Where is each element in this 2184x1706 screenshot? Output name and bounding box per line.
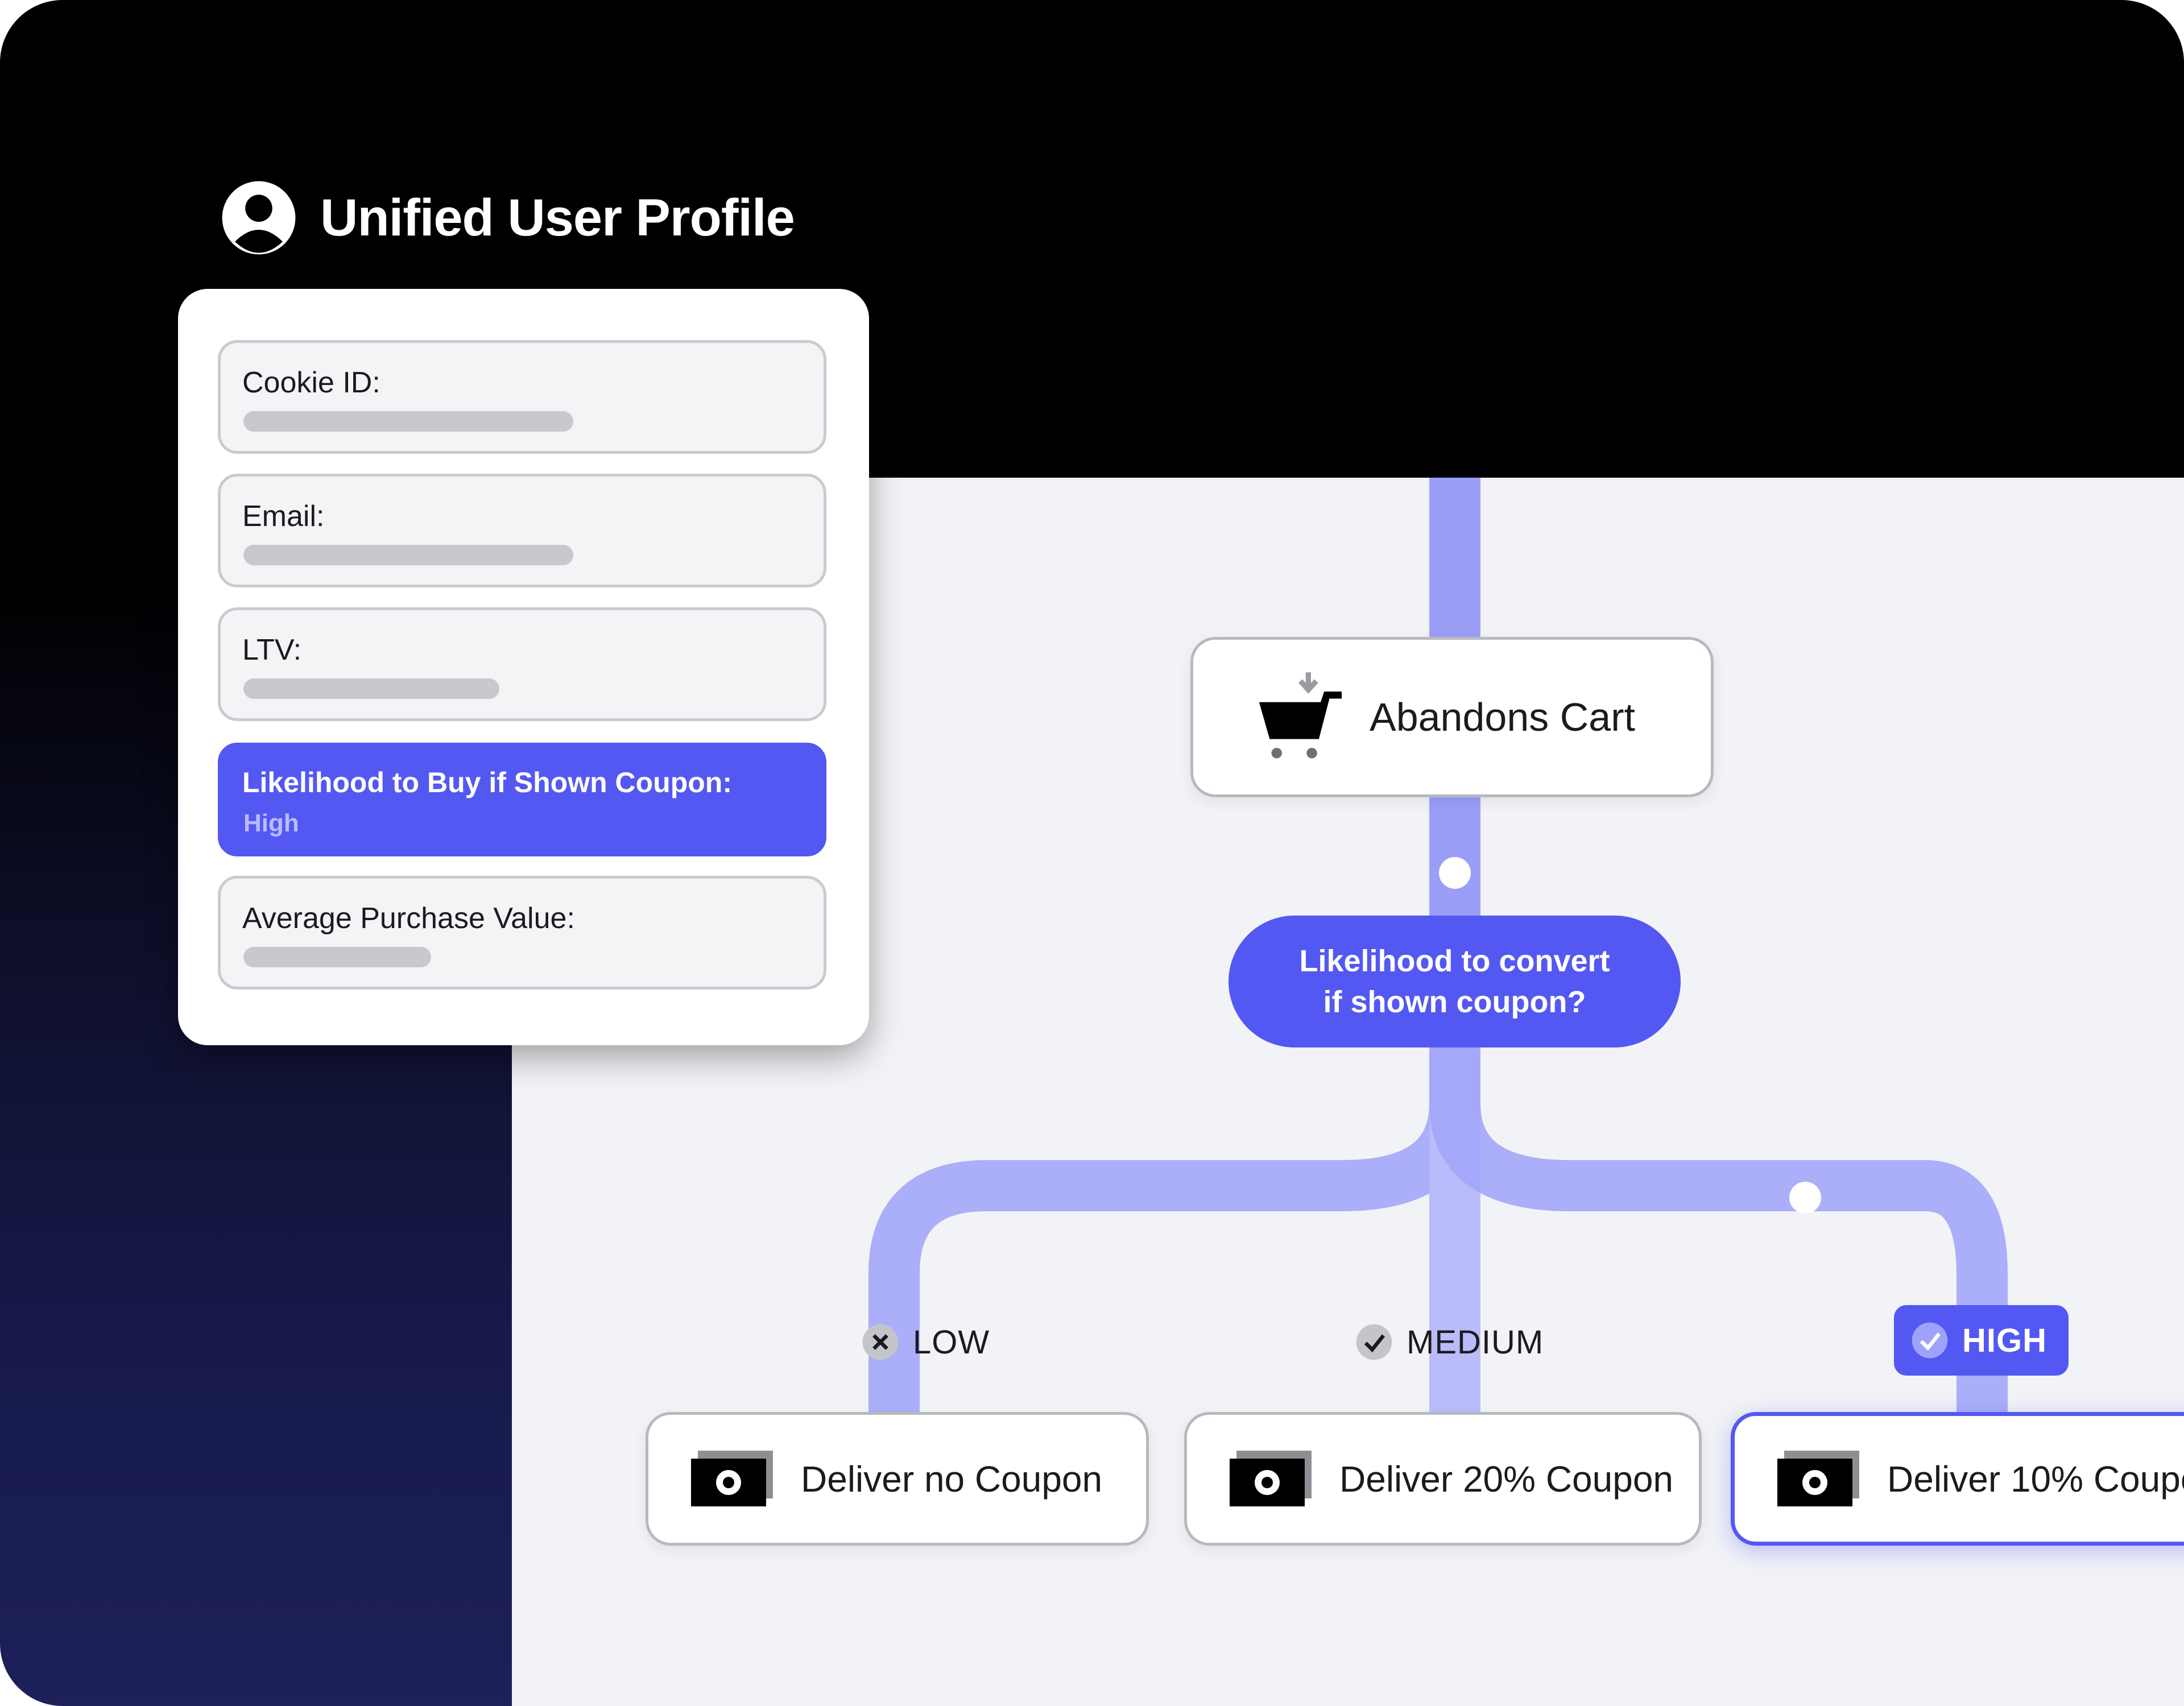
- profile-card: Cookie ID: Email: LTV: Likelihood to Buy…: [178, 289, 869, 1045]
- outcome-label: Deliver no Coupon: [801, 1458, 1103, 1500]
- ltv-field: LTV:: [218, 607, 826, 721]
- user-circle-icon: [222, 181, 296, 255]
- field-label: Likelihood to Buy if Shown Coupon:: [242, 767, 732, 798]
- redacted-value-bar: [243, 545, 573, 565]
- field-label: Cookie ID:: [242, 366, 380, 399]
- shopping-cart-icon: [1259, 672, 1342, 759]
- average-purchase-value-field: Average Purchase Value:: [218, 876, 826, 989]
- outcome-label: Deliver 20% Coupon: [1339, 1458, 1673, 1500]
- field-label: LTV:: [242, 633, 302, 666]
- branch-label-medium: MEDIUM: [1355, 1322, 1544, 1362]
- high-branch-connector: [1429, 1035, 2008, 1412]
- trigger-node[interactable]: Abandons Cart: [1190, 637, 1714, 797]
- profile-header: Unified User Profile: [219, 175, 795, 260]
- field-label: Average Purchase Value:: [242, 902, 575, 935]
- likelihood-field: Likelihood to Buy if Shown Coupon: High: [218, 743, 826, 856]
- coupon-ticket-icon: [1777, 1450, 1859, 1506]
- outcome-node-low[interactable]: Deliver no Coupon: [646, 1412, 1149, 1546]
- branch-label-high: HIGH: [1894, 1305, 2069, 1376]
- field-label: Email:: [242, 500, 325, 533]
- field-value: High: [243, 809, 299, 837]
- decision-node[interactable]: Likelihood to convert if shown coupon?: [1228, 916, 1681, 1047]
- decision-line-2: if shown coupon?: [1323, 985, 1586, 1019]
- trigger-label: Abandons Cart: [1370, 695, 1635, 739]
- branch-high-text: HIGH: [1962, 1322, 2047, 1359]
- redacted-value-bar: [243, 678, 499, 699]
- outcome-label: Deliver 10% Coupon: [1887, 1458, 2184, 1500]
- cookie-id-field: Cookie ID:: [218, 340, 826, 454]
- redacted-value-bar: [243, 411, 573, 432]
- outcome-node-medium[interactable]: Deliver 20% Coupon: [1184, 1412, 1702, 1546]
- branch-label-low: LOW: [862, 1322, 990, 1362]
- profile-title: Unified User Profile: [320, 188, 795, 247]
- check-circle-icon: [1912, 1322, 1948, 1359]
- high-branch-dot: [1789, 1182, 1821, 1214]
- email-field: Email:: [218, 474, 826, 587]
- coupon-ticket-icon: [691, 1450, 773, 1506]
- check-circle-icon: [1356, 1324, 1392, 1360]
- x-circle-icon: [862, 1324, 899, 1360]
- coupon-ticket-icon: [1230, 1450, 1312, 1506]
- decision-line-1: Likelihood to convert: [1299, 944, 1610, 978]
- branch-medium-text: MEDIUM: [1407, 1323, 1544, 1361]
- redacted-value-bar: [243, 947, 431, 967]
- trunk-node-dot: [1439, 857, 1471, 889]
- outcome-node-high[interactable]: Deliver 10% Coupon: [1731, 1412, 2184, 1546]
- branch-low-text: LOW: [913, 1323, 990, 1361]
